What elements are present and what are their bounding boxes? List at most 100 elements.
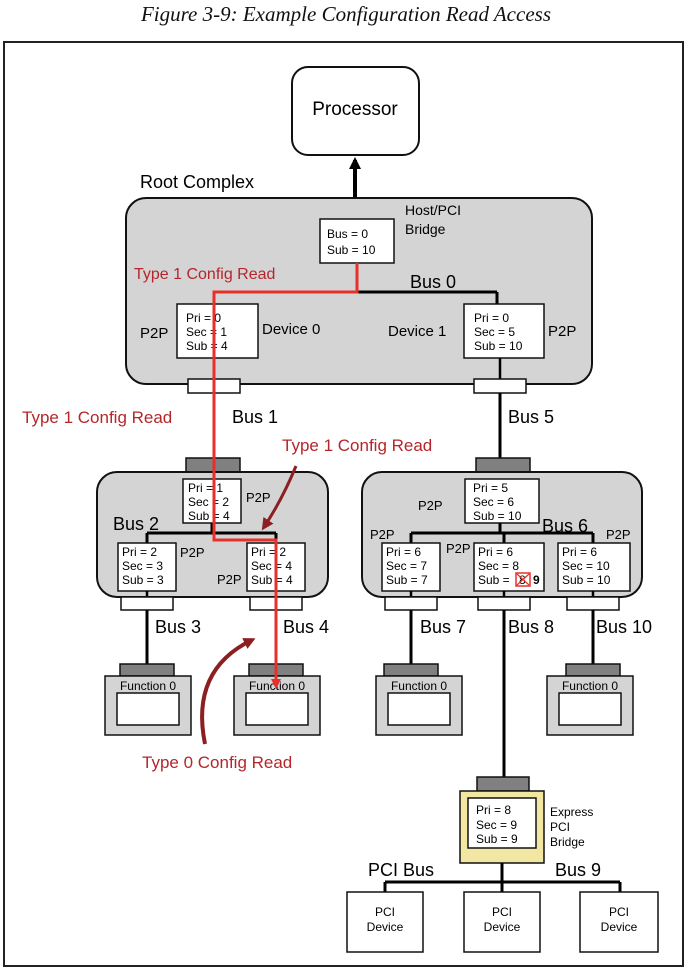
processor-label: Processor [312, 99, 398, 120]
switch-left-down-a-sec: Sec = 3 [122, 559, 163, 573]
root-port-right [473, 378, 527, 394]
pci-device-1-line1: PCI [375, 905, 395, 919]
config-read-path [212, 263, 359, 689]
pci-device-3-line1: PCI [609, 905, 629, 919]
bus6-label: Bus 6 [542, 516, 588, 536]
switch-right-up-sub: Sub = 10 [473, 509, 522, 523]
switch-left-down-b-pri: Pri = 2 [251, 545, 286, 559]
switch-right-up-pri: Pri = 5 [473, 481, 508, 495]
device0-pri: Pri = 0 [186, 311, 221, 325]
bus2-label: Bus 2 [113, 514, 159, 534]
function-bus3 [104, 663, 192, 736]
switch-right-down-a-pri: Pri = 6 [386, 545, 421, 559]
switch-right-down-b-sub-label: Sub = [478, 573, 510, 587]
express-bridge-label-3: Bridge [550, 835, 585, 849]
bus8-label: Bus 8 [508, 617, 554, 637]
host-bridge-label-2: Bridge [405, 221, 446, 237]
root-complex-label: Root Complex [140, 172, 254, 192]
device0-type: P2P [140, 325, 168, 342]
host-bridge-sub: Sub = 10 [327, 243, 376, 257]
switch-left-down-a-box [117, 542, 177, 592]
device0-sub: Sub = 4 [186, 339, 228, 353]
host-bridge-label-1: Host/PCI [405, 202, 461, 218]
switch-right-down-a-box [381, 542, 441, 592]
type1-switch-annotation: Type 1 Config Read [282, 436, 432, 455]
type1-bus1-annotation: Type 1 Config Read [22, 408, 172, 427]
pci-device-1-box [346, 891, 424, 953]
switch-right-down-a-sec: Sec = 7 [386, 559, 427, 573]
express-bridge-sub: Sub = 9 [476, 832, 518, 846]
switch-right-down-a-type: P2P [370, 527, 395, 542]
switch-right-down-b-box [473, 542, 545, 592]
switch-right-down-b-sec: Sec = 8 [478, 559, 519, 573]
switch-left-down-a-sub: Sub = 3 [122, 573, 164, 587]
device1-pri: Pri = 0 [474, 311, 509, 325]
type1-root-annotation: Type 1 Config Read [134, 266, 275, 283]
express-bridge-label-2: PCI [550, 820, 570, 834]
switch-right-down-c-pri: Pri = 6 [562, 545, 597, 559]
pci-device-1-line2: Device [367, 920, 404, 934]
switch-right-up-box [464, 478, 540, 524]
bus5-label: Bus 5 [508, 407, 554, 427]
switch-right-down-c-sub: Sub = 10 [562, 573, 611, 587]
express-bridge-pri: Pri = 8 [476, 803, 511, 817]
port-bus3 [120, 596, 174, 611]
device1-name: Device 1 [388, 323, 446, 340]
bus10-label: Bus 10 [596, 617, 652, 637]
switch-right-down-a-sub: Sub = 7 [386, 573, 428, 587]
bus9-label: Bus 9 [555, 860, 601, 880]
sub-update-highlight [515, 572, 531, 587]
device1-sub: Sub = 10 [474, 339, 523, 353]
device0-box [176, 303, 259, 359]
express-bridge-box [467, 797, 537, 849]
bus4-label: Bus 4 [283, 617, 329, 637]
switch-right-up-sec: Sec = 6 [473, 495, 514, 509]
function-bus3-label: Function 0 [120, 679, 176, 693]
function-bus10-label: Function 0 [562, 679, 618, 693]
switch-left-down-b-type: P2P [217, 572, 242, 587]
port-bus7 [384, 596, 438, 611]
switch-right-down-c-box [557, 542, 631, 592]
switch-left-up-box [182, 478, 242, 524]
switch-left-down-b-sec: Sec = 4 [251, 559, 292, 573]
bus3-label: Bus 3 [155, 617, 201, 637]
device1-type: P2P [548, 323, 576, 340]
switch-left-up-pri: Pri = 1 [188, 481, 223, 495]
processor-box [291, 66, 420, 156]
device0-sec: Sec = 1 [186, 325, 227, 339]
switch-left-up-sec: Sec = 2 [188, 495, 229, 509]
bus1-label: Bus 1 [232, 407, 278, 427]
switch-left-up-sub: Sub = 4 [188, 509, 230, 523]
bus7-label: Bus 7 [420, 617, 466, 637]
function-bus10 [546, 663, 634, 736]
switch-right-up-type: P2P [418, 498, 443, 513]
switch-right-down-b-pri: Pri = 6 [478, 545, 513, 559]
switch-left-down-b-sub: Sub = 4 [251, 573, 293, 587]
host-bridge-bus: Bus = 0 [327, 227, 368, 241]
pci-bus-label: PCI Bus [368, 860, 434, 880]
pci-device-2-line2: Device [484, 920, 521, 934]
switch-right-down-b-sub-new: 9 [533, 573, 540, 587]
switch-left-down-a-type: P2P [180, 545, 205, 560]
pci-device-3-box [579, 891, 659, 953]
figure-caption: Figure 3-9: Example Configuration Read A… [140, 2, 551, 26]
pci-device-2-box [463, 891, 541, 953]
type0-arrow [200, 638, 256, 745]
switch-left-down-a-pri: Pri = 2 [122, 545, 157, 559]
device0-name: Device 0 [262, 321, 320, 338]
switch-left-up-type: P2P [246, 490, 271, 505]
function-bus7-label: Function 0 [391, 679, 447, 693]
switch-right-down-c-type: P2P [606, 527, 631, 542]
pci-device-2-line1: PCI [492, 905, 512, 919]
bridge-upstream-port [476, 776, 530, 792]
port-bus10 [566, 596, 620, 611]
switch-right-down-c-sec: Sec = 10 [562, 559, 610, 573]
express-bridge-sec: Sec = 9 [476, 818, 517, 832]
pci-device-3-line2: Device [601, 920, 638, 934]
function-bus7 [375, 663, 463, 736]
host-bridge-box [319, 218, 395, 264]
device1-box [463, 303, 545, 359]
bus0-label: Bus 0 [410, 272, 456, 292]
switch-right-down-b-type: P2P [446, 541, 471, 556]
